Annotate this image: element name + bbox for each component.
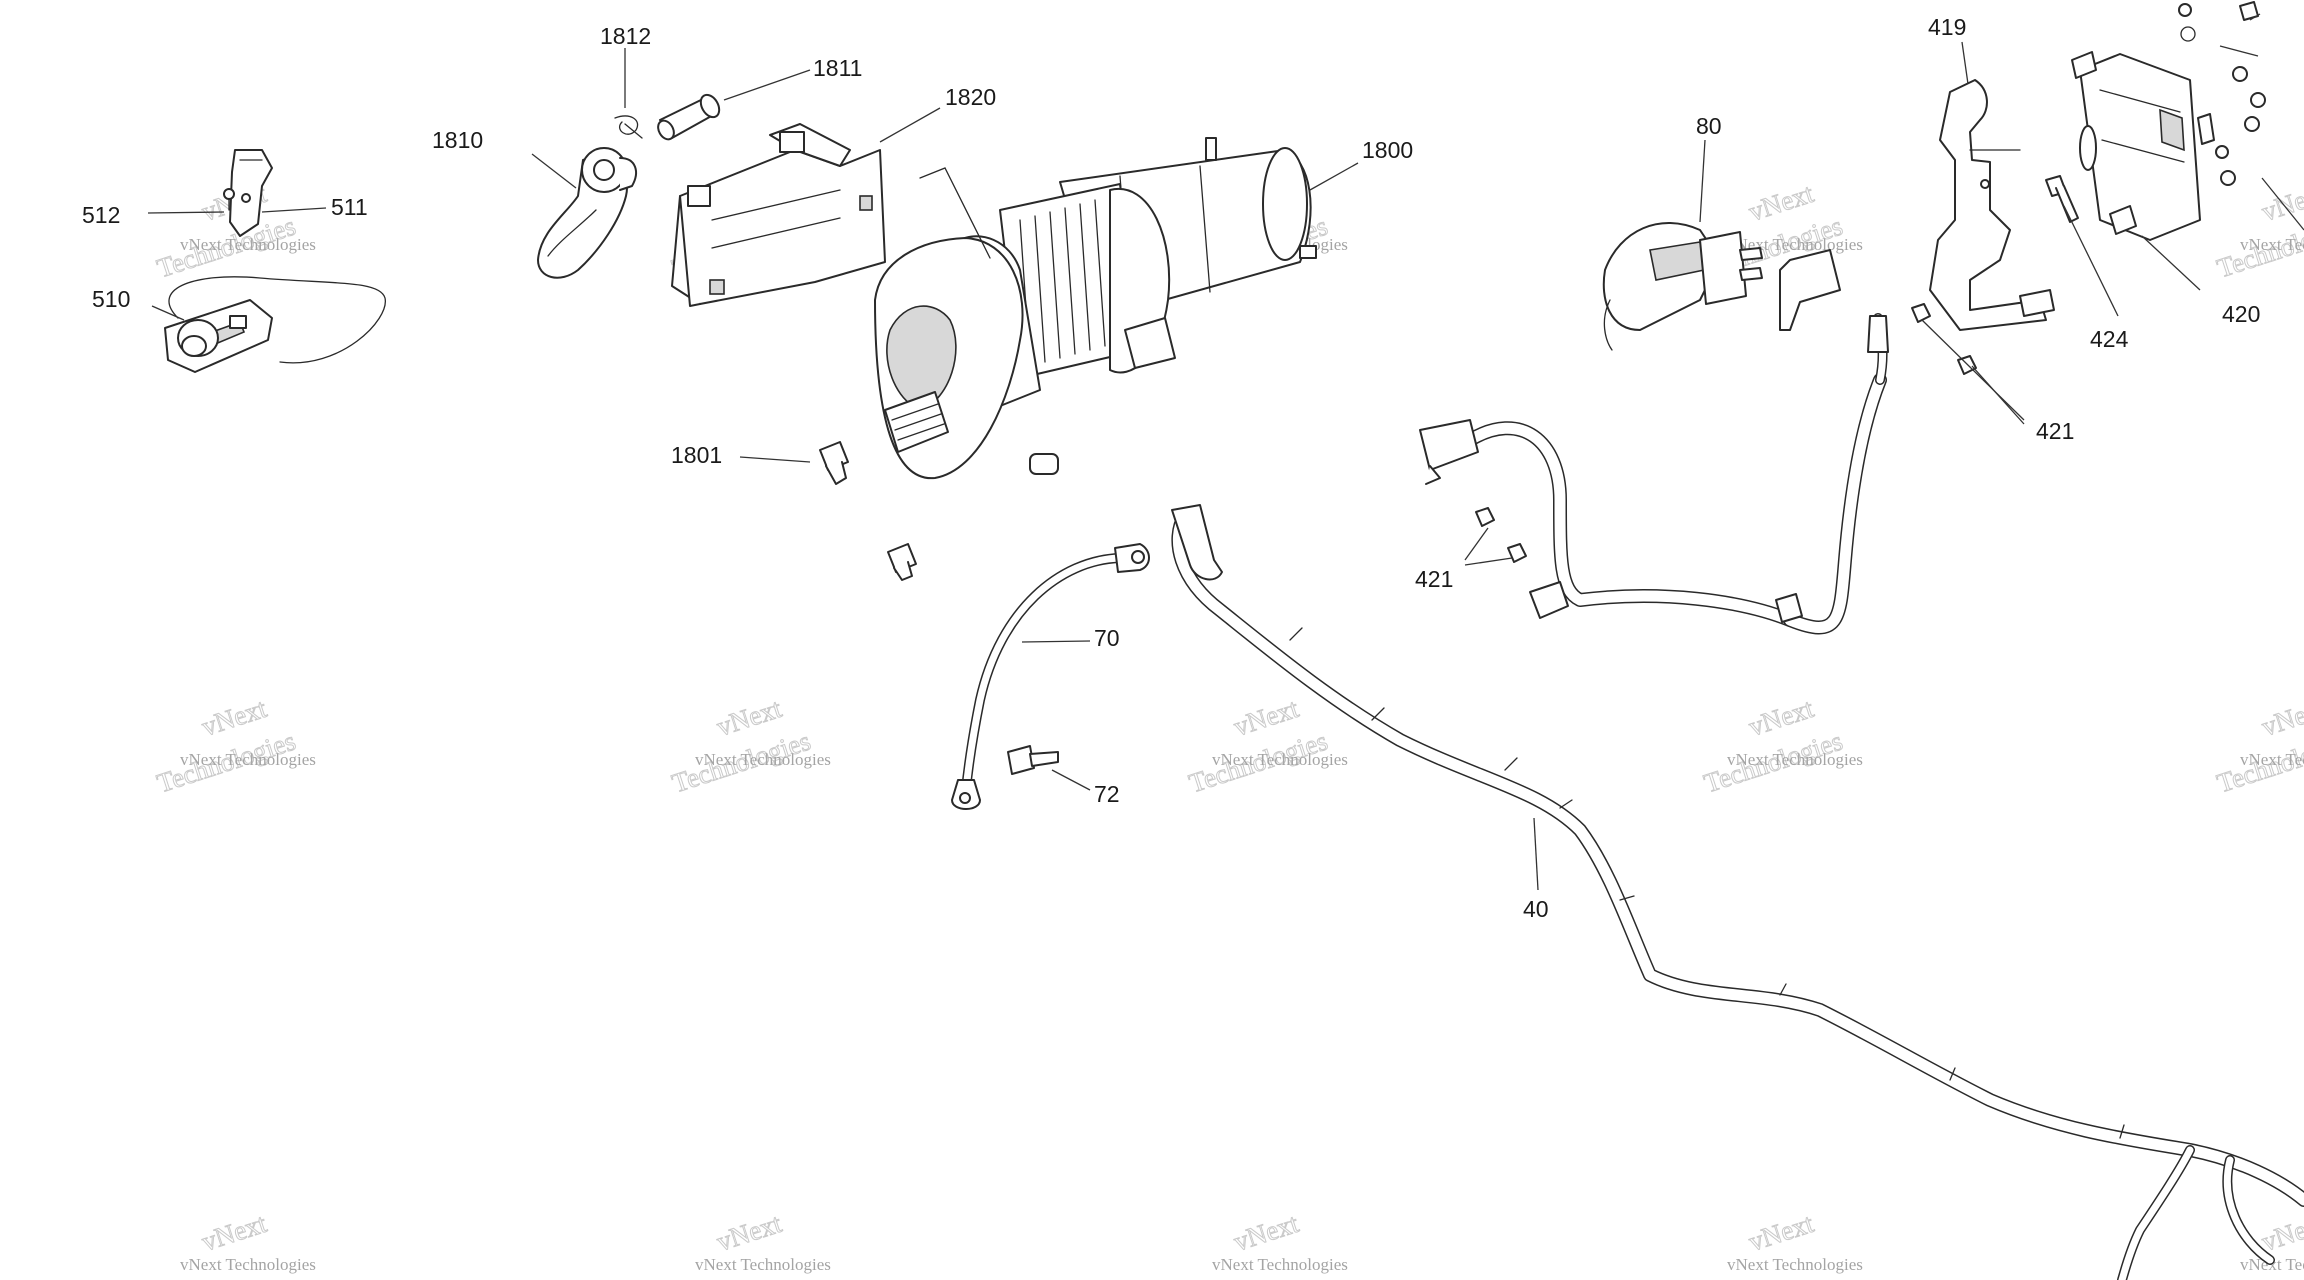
watermark: vNext Technologies vNext Technologies: [153, 692, 316, 799]
watermark: vNext Technologies vNext Technologies: [668, 692, 831, 799]
label-421-right: 421: [2036, 418, 2074, 444]
label-1820: 1820: [945, 84, 996, 110]
part-1801-bolt[interactable]: [819, 441, 849, 485]
label-72: 72: [1094, 781, 1120, 807]
watermark-brand: vNext Technologies: [180, 235, 316, 254]
label-510: 510: [92, 286, 130, 312]
part-70-cable[interactable]: [951, 543, 1150, 810]
label-70: 70: [1094, 625, 1120, 651]
watermark-big-1: vNext: [713, 1208, 785, 1257]
part-hardware-top-right[interactable]: [2178, 1, 2266, 186]
watermark: vNext vNext Technologies: [695, 1207, 831, 1274]
label-419: 419: [1928, 14, 1966, 40]
part-1801-bolt-2[interactable]: [887, 543, 917, 581]
watermark-brand: vNext Technologies: [695, 1255, 831, 1274]
watermark: vNext vNext Technologies: [1212, 1207, 1348, 1274]
watermark-brand: vNext Technologies: [180, 1255, 316, 1274]
part-420-control-module[interactable]: [2071, 51, 2229, 241]
part-512-screw[interactable]: [223, 188, 235, 211]
part-1820-fairlead[interactable]: [671, 123, 886, 307]
watermark-brand: vNext Technologies: [1212, 750, 1348, 769]
part-1812-clip[interactable]: [614, 115, 643, 139]
watermark-group: vNext Technologies vNext Technologies vN…: [153, 177, 2304, 1274]
part-1811-pin[interactable]: [655, 92, 723, 143]
watermark-big-1: vNext: [198, 1208, 270, 1257]
part-1810-hook[interactable]: [537, 147, 637, 279]
label-420: 420: [2222, 301, 2260, 327]
part-421-nut-pair[interactable]: [1475, 507, 1527, 563]
watermark-brand: vNext Technologies: [1727, 750, 1863, 769]
label-1800: 1800: [1362, 137, 1413, 163]
watermark: vNext Technologies vNext Technologies: [2213, 177, 2304, 284]
part-1800-winch[interactable]: [874, 137, 1317, 480]
watermark: vNext Technologies vNext Technologies: [1185, 692, 1348, 799]
part-424-bolt[interactable]: [2045, 175, 2079, 223]
watermark-big-1: vNext: [2258, 1208, 2304, 1257]
part-510-remote-switch[interactable]: [164, 276, 386, 373]
watermark-brand: vNext Technologies: [180, 750, 316, 769]
label-424: 424: [2090, 326, 2129, 352]
leader-lines: [147, 13, 2304, 891]
cable-harness-right[interactable]: [1419, 313, 1889, 635]
label-511: 511: [331, 194, 368, 220]
label-1811: 1811: [813, 55, 862, 81]
watermark-brand: vNext Technologies: [1727, 1255, 1863, 1274]
label-1801: 1801: [671, 442, 722, 468]
watermark-big-1: vNext: [1745, 1208, 1817, 1257]
label-421-center: 421: [1415, 566, 1453, 592]
label-80: 80: [1696, 113, 1722, 139]
part-80-connector[interactable]: [1602, 222, 1841, 351]
watermark-brand: vNext Technologies: [2240, 750, 2304, 769]
label-1812: 1812: [600, 23, 651, 49]
watermark-big-1: vNext: [2258, 693, 2304, 742]
watermark-brand: vNext Technologies: [1212, 1255, 1348, 1274]
part-40-cable[interactable]: [1171, 504, 2304, 1280]
watermark: vNext Technologies vNext Technologies: [1700, 692, 1863, 799]
part-419-bracket[interactable]: [1929, 79, 2055, 331]
part-labels: 1812 1811 1820 1810 1800 512 511 510 180…: [82, 14, 2260, 922]
watermark-brand: vNext Technologies: [695, 750, 831, 769]
watermark-big-1: vNext: [1230, 1208, 1302, 1257]
label-1810: 1810: [432, 127, 483, 153]
label-40: 40: [1523, 896, 1549, 922]
label-512: 512: [82, 202, 120, 228]
watermark: vNext vNext Technologies: [1727, 1207, 1863, 1274]
part-72-bolt[interactable]: [1007, 745, 1059, 775]
watermark: vNext Technologies vNext Technologies: [2213, 692, 2304, 799]
watermark-brand: vNext Technologies: [2240, 235, 2304, 254]
watermark: vNext vNext Technologies: [180, 1207, 316, 1274]
